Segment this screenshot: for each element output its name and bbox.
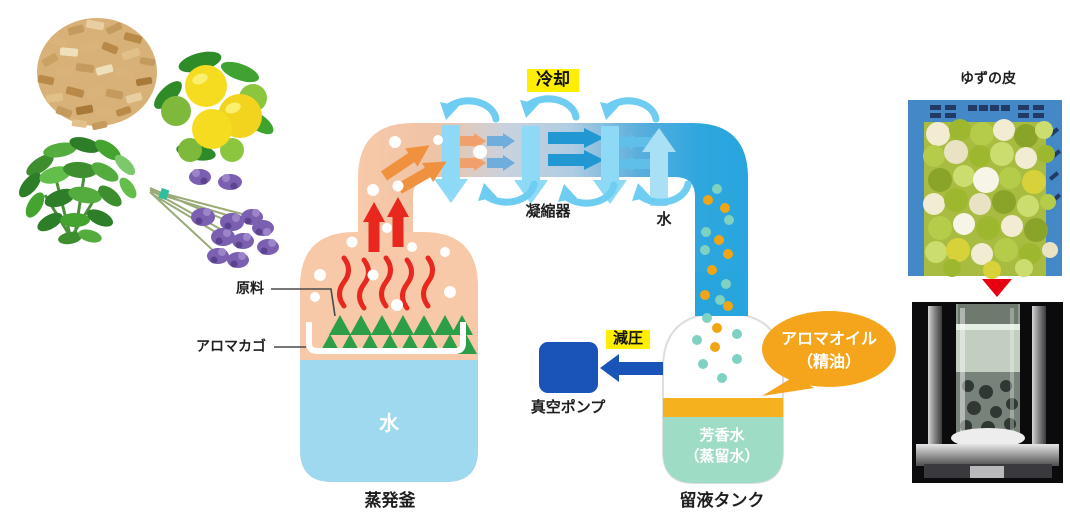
evaporator-vessel bbox=[300, 232, 478, 482]
flames bbox=[337, 255, 435, 311]
condenser-label: 凝縮器 bbox=[525, 203, 571, 220]
red-arrow-down bbox=[982, 279, 1012, 297]
aroma-oil-bubble-line-2: （精油） bbox=[796, 354, 862, 371]
lavender-photo bbox=[149, 169, 279, 268]
yuzu-peel-caption: ゆずの皮 bbox=[960, 70, 1016, 86]
yuzu-peel-photo bbox=[908, 100, 1062, 279]
cooling-water-label: 水 bbox=[656, 211, 672, 228]
decompression-arrow bbox=[600, 354, 663, 382]
decompression-label: 減圧 bbox=[605, 330, 651, 349]
oil-layer bbox=[663, 398, 783, 417]
vessel-water-label: 水 bbox=[379, 413, 399, 435]
vapor-dots bbox=[692, 184, 742, 383]
speech-bubble bbox=[762, 311, 896, 396]
aroma-basket-shape bbox=[306, 322, 466, 354]
distillate-tank-shape bbox=[662, 272, 784, 484]
steam-bubbles bbox=[310, 135, 487, 311]
aromatic-water-label-2: （蒸留水） bbox=[684, 448, 760, 465]
raw-material-label: 原料 bbox=[236, 280, 264, 296]
aroma-oil-bubble-line-1: アロマオイル bbox=[780, 331, 878, 348]
herbs-photo bbox=[18, 137, 137, 245]
wood-chips-photo bbox=[37, 18, 157, 130]
evaporator-caption: 蒸発釜 bbox=[364, 491, 416, 510]
cooling-label: 冷却 bbox=[527, 69, 579, 92]
citrus-photo bbox=[154, 51, 274, 162]
vacuum-pump-shape bbox=[539, 342, 663, 393]
vacuum-pump-caption: 真空ポンプ bbox=[530, 399, 606, 416]
aromatic-water-layer bbox=[663, 417, 783, 483]
vessel-water bbox=[300, 360, 478, 482]
aroma-basket-label: アロマカゴ bbox=[196, 338, 266, 354]
distillate-tank-caption: 留液タンク bbox=[679, 491, 765, 510]
leader-lines bbox=[271, 288, 336, 348]
aromatic-water-label-1: 芳香水 bbox=[699, 427, 745, 444]
apparatus-photo bbox=[912, 302, 1063, 483]
